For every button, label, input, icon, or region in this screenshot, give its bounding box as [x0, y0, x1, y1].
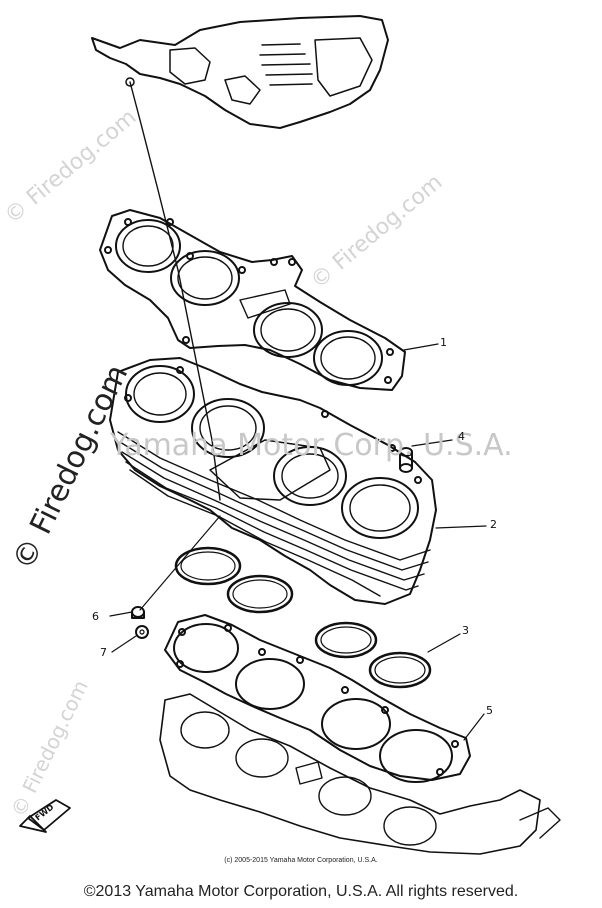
- lower-crankcase-outline: [159, 693, 561, 855]
- callout-4: 4: [458, 430, 465, 443]
- callout-3: 3: [462, 624, 469, 637]
- callout-6: 6: [92, 610, 99, 623]
- callout-1: 1: [440, 336, 447, 349]
- footer-copyright: ©2013 Yamaha Motor Corporation, U.S.A. A…: [83, 883, 519, 900]
- cylinder-block: [109, 357, 437, 605]
- forward-direction-marker: [19, 799, 71, 833]
- small-fasteners: [131, 606, 149, 639]
- cylinder-stud: [129, 81, 221, 501]
- upper-engine-outline: [91, 15, 389, 129]
- leader-lines: [109, 343, 487, 741]
- base-gasket: [164, 614, 471, 783]
- dowel-pin: [399, 447, 413, 473]
- callout-2: 2: [490, 518, 497, 531]
- callout-7: 7: [100, 646, 107, 659]
- callout-5: 5: [486, 704, 493, 717]
- image-credit: (c) 2005-2015 Yamaha Motor Corporation, …: [224, 857, 378, 864]
- head-gasket: [99, 209, 406, 391]
- o-rings: [174, 546, 432, 689]
